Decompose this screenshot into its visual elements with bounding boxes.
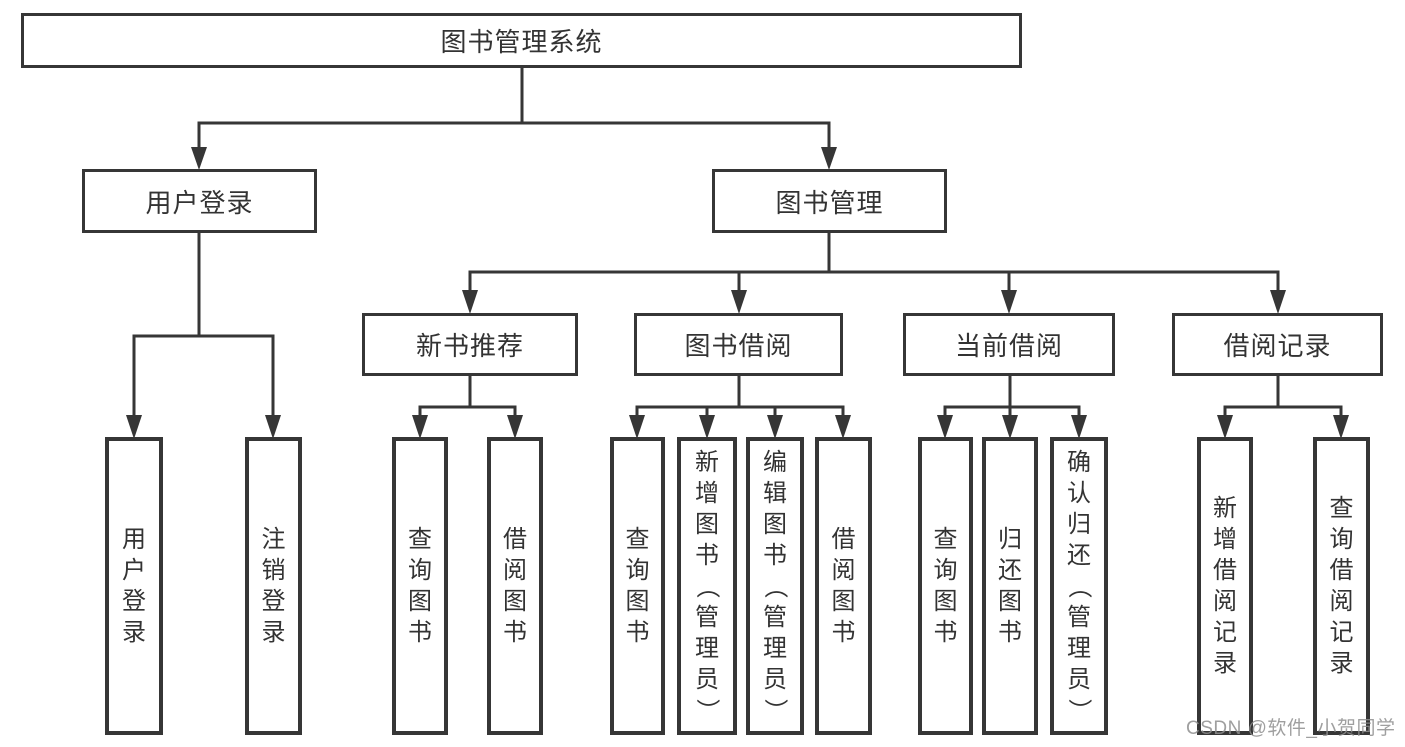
connector-book-borrowing xyxy=(629,376,851,439)
node-book-management: 图书管理 xyxy=(712,169,947,233)
node-br-query-record: 查询借阅记录 xyxy=(1313,437,1370,735)
connector-borrowing-records xyxy=(1217,376,1349,439)
node-current-borrowing: 当前借阅 xyxy=(903,313,1115,376)
connector-user-login xyxy=(126,233,281,439)
connector-current-borrowing xyxy=(937,376,1087,439)
node-leaf-logout: 注销登录 xyxy=(245,437,302,735)
node-nb-borrow-books: 借阅图书 xyxy=(487,437,543,735)
node-new-book-recommendation: 新书推荐 xyxy=(362,313,578,376)
node-bb-add-books-admin: 新增图书（管理员） xyxy=(677,437,737,735)
node-bb-query-books: 查询图书 xyxy=(610,437,665,735)
connector-root xyxy=(191,67,837,170)
node-br-add-record: 新增借阅记录 xyxy=(1197,437,1253,735)
node-cb-return-books: 归还图书 xyxy=(982,437,1038,735)
node-borrowing-records: 借阅记录 xyxy=(1172,313,1383,376)
node-cb-query-books: 查询图书 xyxy=(918,437,973,735)
csdn-watermark: CSDN @软件_小贺同学 xyxy=(1186,718,1396,739)
node-cb-confirm-return-admin: 确认归还（管理员） xyxy=(1050,437,1108,735)
node-bb-edit-books-admin: 编辑图书（管理员） xyxy=(746,437,804,735)
node-user-login: 用户登录 xyxy=(82,169,317,233)
node-nb-query-books: 查询图书 xyxy=(392,437,448,735)
node-book-borrowing: 图书借阅 xyxy=(634,313,843,376)
node-root: 图书管理系统 xyxy=(21,13,1022,68)
connector-book-management xyxy=(462,233,1286,314)
node-bb-borrow-books: 借阅图书 xyxy=(815,437,872,735)
node-leaf-user-login: 用户登录 xyxy=(105,437,163,735)
connector-new-book-recommendation xyxy=(412,376,523,439)
